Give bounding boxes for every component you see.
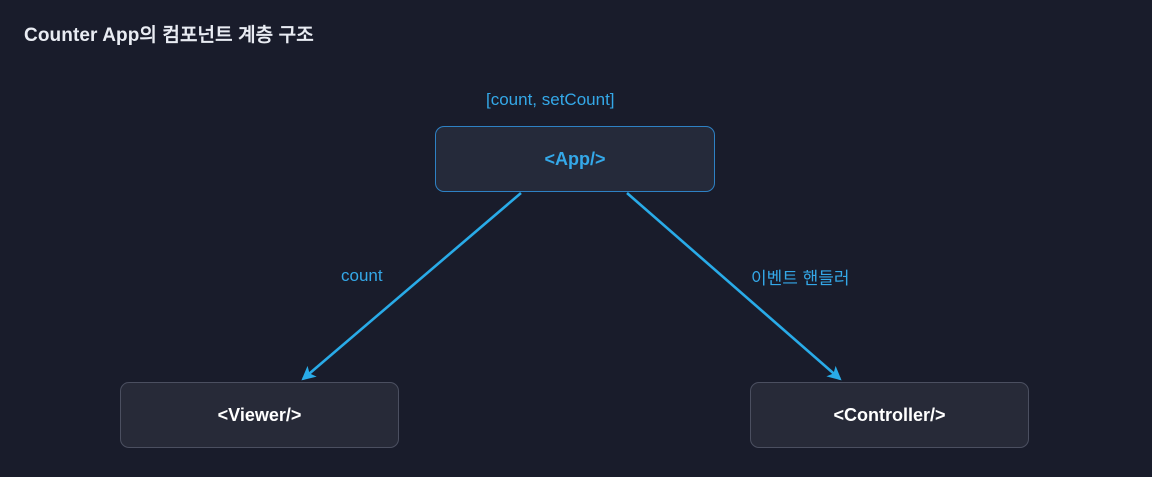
edge-label-event-handler: 이벤트 핸들러 bbox=[751, 269, 850, 288]
app-state-label: [count, setCount] bbox=[486, 90, 615, 109]
node-controller[interactable]: <Controller/> bbox=[750, 382, 1029, 448]
node-viewer[interactable]: <Viewer/> bbox=[120, 382, 399, 448]
node-viewer-label: <Viewer/> bbox=[217, 404, 302, 425]
edge-app-to-controller bbox=[626, 192, 842, 381]
node-app[interactable]: <App/> bbox=[435, 126, 715, 192]
edge-app-to-viewer bbox=[301, 192, 522, 381]
node-app-label: <App/> bbox=[544, 148, 606, 169]
node-controller-label: <Controller/> bbox=[833, 404, 946, 425]
page-title: Counter App의 컴포넌트 계층 구조 bbox=[24, 25, 314, 46]
edge-label-count: count bbox=[341, 266, 383, 285]
